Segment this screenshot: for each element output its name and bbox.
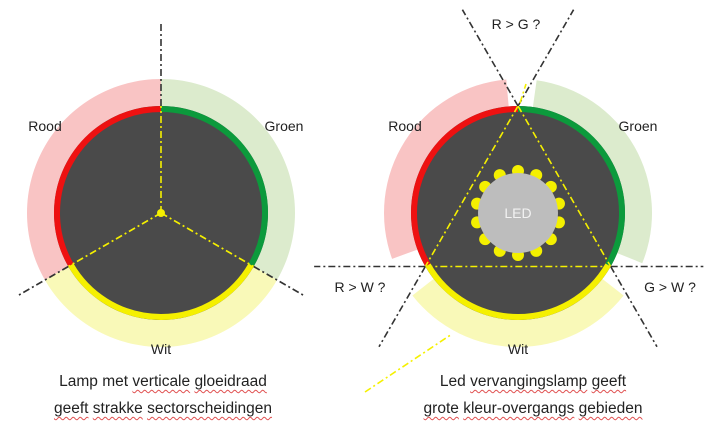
stray-yellow-dash [364, 333, 453, 393]
caption-word: vervangingslamp [470, 373, 588, 390]
caption-word: verticale [132, 373, 191, 390]
pale-red-sector [384, 79, 509, 259]
sector-boundary-line-outer [253, 265, 305, 297]
pale-white-sector [412, 278, 624, 347]
transition-boundary-line [461, 9, 519, 107]
sector-boundary-line-inner [67, 212, 162, 268]
caption-word: gloeidraad [194, 373, 267, 390]
label-r-to-w: R > W ? [334, 279, 386, 295]
caption-line: Led vervangingslamp geeft [424, 368, 643, 395]
green-glass-arc [160, 106, 268, 267]
caption-line: geeft strakke sectorscheidingen [54, 395, 272, 422]
filament-dot [157, 209, 165, 217]
led-core [478, 173, 558, 253]
red-glass-arc [411, 106, 519, 267]
sector-boundary-line-inner [160, 212, 255, 268]
sector-boundary-line-outer [17, 265, 69, 297]
caption-word: sectorscheidingen [147, 400, 273, 417]
transition-boundary-line [517, 9, 575, 107]
green-glass-arc [517, 106, 625, 267]
pale-white-sector [44, 266, 278, 347]
red-glass-arc [54, 106, 162, 267]
caption-word: Lamp [59, 373, 98, 390]
white-glass-arc [425, 263, 611, 320]
right-label-groen: Groen [618, 118, 658, 134]
led-label: LED [504, 205, 532, 221]
left-label-rood: Rood [28, 118, 62, 134]
caption-word: met [102, 373, 129, 390]
label-g-to-w: G > W ? [644, 279, 696, 295]
stray-yellow-dash [519, 83, 527, 104]
caption-word: geeft [53, 400, 89, 417]
white-glass-arc [68, 263, 254, 320]
caption-word: grote [423, 400, 459, 417]
caption-line: Lamp met verticale gloeidraad [54, 368, 272, 395]
pale-green-sector [532, 80, 653, 264]
transition-boundary-line [378, 266, 427, 348]
right-label-rood: Rood [388, 118, 422, 134]
pale-red-sector [27, 79, 161, 280]
caption-word: gebieden [578, 400, 643, 417]
caption-line: grote kleur-overgangs gebieden [424, 395, 643, 422]
caption-word: geeft [591, 373, 627, 390]
transition-boundary-line [609, 266, 658, 348]
caption-word: kleur-overgangs [463, 400, 575, 417]
pale-green-sector [161, 79, 295, 280]
left-label-groen: Groen [264, 118, 304, 134]
triangle-side [424, 105, 519, 267]
triangle-side [517, 105, 612, 267]
label-r-to-g: R > G ? [491, 16, 541, 32]
caption-word: strakke [92, 400, 143, 417]
right-label-wit: Wit [507, 341, 529, 357]
caption-word: Led [439, 373, 466, 390]
left-label-wit: Wit [150, 341, 172, 357]
